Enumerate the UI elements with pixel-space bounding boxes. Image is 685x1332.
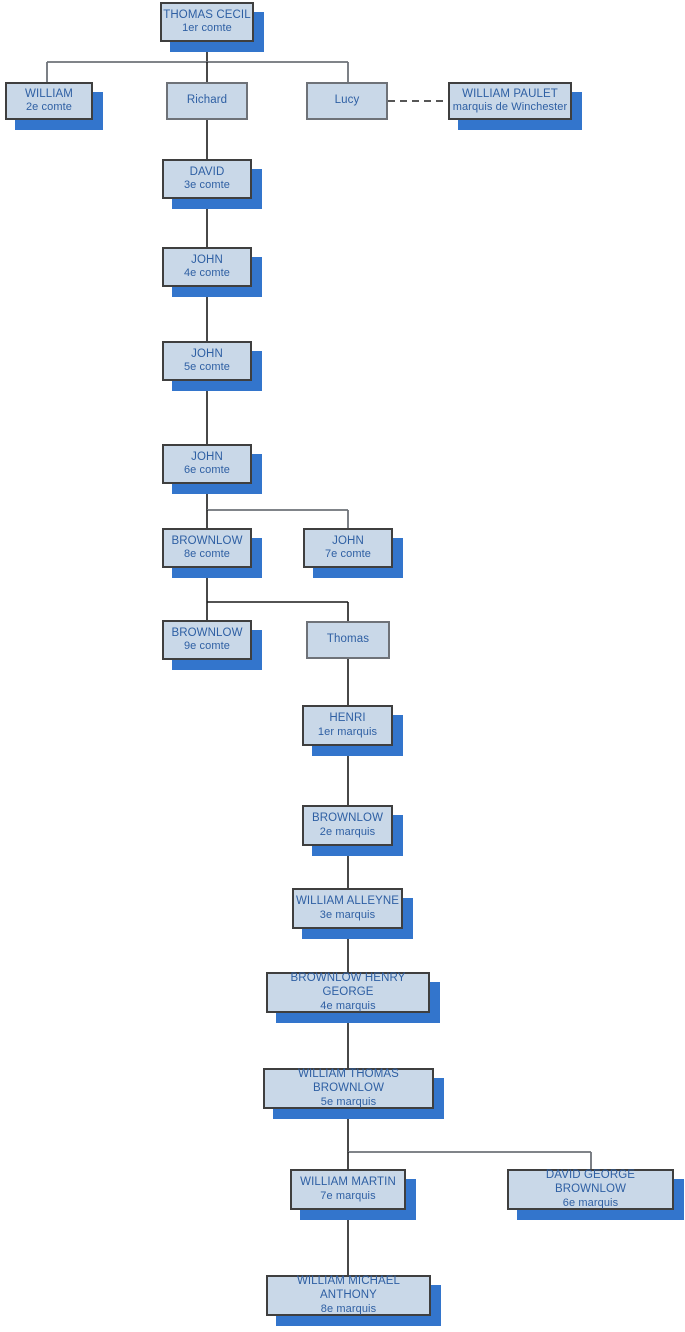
node-brownlow-9e-comte[interactable]: BROWNLOW 9e comte <box>162 620 252 660</box>
node-title: 6e comte <box>183 464 231 477</box>
node-william-2e-comte[interactable]: WILLIAM 2e comte <box>5 82 93 120</box>
node-name: BROWNLOW HENRY GEORGE <box>290 972 406 999</box>
node-name: JOHN <box>191 450 223 463</box>
node-name: JOHN <box>332 534 364 547</box>
node-name: WILLIAM ALLEYNE <box>295 895 400 908</box>
node-name: DAVID <box>189 165 225 178</box>
node-title: 6e marquis <box>562 1196 619 1209</box>
node-david-3e-comte[interactable]: DAVID 3e comte <box>162 159 252 199</box>
node-name: HENRI <box>329 712 366 725</box>
node-title: 4e marquis <box>320 999 376 1012</box>
node-title: 3e comte <box>183 179 231 192</box>
node-title: marquis de Winchester <box>452 101 568 114</box>
node-john-4e-comte[interactable]: JOHN 4e comte <box>162 247 252 287</box>
node-name: WILLIAM MICHAEL ANTHONY <box>296 1275 401 1302</box>
node-henri-1er-marquis[interactable]: HENRI 1er marquis <box>302 705 393 746</box>
node-title: 4e comte <box>183 267 231 280</box>
node-title: 2e marquis <box>319 825 376 838</box>
node-title: 3e marquis <box>319 908 376 921</box>
node-title: 8e comte <box>183 548 231 561</box>
node-title: 5e marquis <box>320 1095 377 1108</box>
node-title: 5e comte <box>183 361 231 374</box>
node-title: 1er marquis <box>317 725 378 738</box>
node-richard[interactable]: Richard <box>166 82 248 120</box>
node-name: Thomas <box>326 633 370 646</box>
node-name: Richard <box>186 94 228 107</box>
node-name: JOHN <box>191 347 223 360</box>
node-william-thomas-brownlow-5e-marquis[interactable]: WILLIAM THOMAS BROWNLOW 5e marquis <box>263 1068 434 1109</box>
node-name: WILLIAM MARTIN <box>300 1176 396 1189</box>
node-lucy[interactable]: Lucy <box>306 82 388 120</box>
node-title: 7e comte <box>324 548 372 561</box>
node-name: BROWNLOW <box>311 812 384 825</box>
node-john-7e-comte[interactable]: JOHN 7e comte <box>303 528 393 568</box>
node-name: WILLIAM PAULET <box>462 87 558 100</box>
node-david-george-brownlow-6e-marquis[interactable]: DAVID GEORGE BROWNLOW 6e marquis <box>507 1169 674 1210</box>
node-thomas-cecil[interactable]: THOMAS CECIL 1er comte <box>160 2 254 42</box>
node-name: WILLIAM <box>25 87 73 100</box>
node-title: 1er comte <box>182 22 232 35</box>
node-john-5e-comte[interactable]: JOHN 5e comte <box>162 341 252 381</box>
node-name: BROWNLOW <box>171 626 243 639</box>
node-title: 8e marquis <box>320 1302 377 1315</box>
node-brownlow-henry-george-4e-marquis[interactable]: BROWNLOW HENRY GEORGE 4e marquis <box>266 972 430 1013</box>
node-name: THOMAS CECIL <box>163 8 251 21</box>
node-title: 2e comte <box>25 101 73 114</box>
node-name: Lucy <box>334 94 360 107</box>
node-name: DAVID GEORGE BROWNLOW <box>545 1169 636 1196</box>
node-william-martin-7e-marquis[interactable]: WILLIAM MARTIN 7e marquis <box>290 1169 406 1210</box>
node-title: 9e comte <box>183 640 231 653</box>
node-name: BROWNLOW <box>171 534 243 547</box>
node-name: JOHN <box>191 253 223 266</box>
node-brownlow-2e-marquis[interactable]: BROWNLOW 2e marquis <box>302 805 393 846</box>
node-name: WILLIAM THOMAS BROWNLOW <box>298 1068 399 1095</box>
node-william-paulet[interactable]: WILLIAM PAULET marquis de Winchester <box>448 82 572 120</box>
node-john-6e-comte[interactable]: JOHN 6e comte <box>162 444 252 484</box>
node-william-alleyne-3e-marquis[interactable]: WILLIAM ALLEYNE 3e marquis <box>292 888 403 929</box>
node-title: 7e marquis <box>320 1189 376 1202</box>
node-thomas[interactable]: Thomas <box>306 621 390 659</box>
node-brownlow-8e-comte[interactable]: BROWNLOW 8e comte <box>162 528 252 568</box>
node-william-michael-anthony-8e-marquis[interactable]: WILLIAM MICHAEL ANTHONY 8e marquis <box>266 1275 431 1316</box>
